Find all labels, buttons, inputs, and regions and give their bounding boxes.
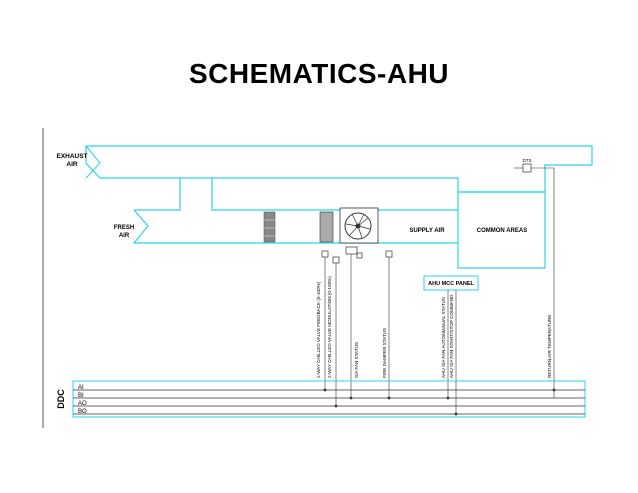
signal-start-stop: AHU S/A FAN START/STOP COMMAND: [449, 294, 454, 378]
mixing-duct-top: [211, 178, 458, 211]
ddc-bus-frame: [72, 380, 586, 418]
bus-label-bo: BO: [78, 409, 87, 415]
signal-damper-status: FIRE DAMPER STATUS: [382, 328, 387, 378]
exhaust-air-label-2: AIR: [66, 161, 78, 168]
signal-return-air-temp: RETURN AIR TEMPERATURE: [547, 315, 552, 378]
ahu-mcc-panel-label: AHU MCC PANEL: [428, 281, 474, 287]
fresh-air-duct-top: [134, 178, 181, 211]
valve-actuator: [332, 256, 340, 264]
ddc-label: DDC: [56, 389, 66, 409]
common-areas-label: COMMON AREAS: [477, 228, 527, 234]
supply-air-label: SUPPLY AIR: [409, 228, 445, 234]
dts-sensor: [522, 163, 532, 173]
exhaust-arrow: [85, 145, 101, 179]
signal-fan-status: S/A FAN STATUS: [354, 342, 359, 378]
signal-auto-manual: AHU S/A FAN AUTO/MANUAL STATUS: [441, 297, 446, 378]
dts-label: DTS: [523, 158, 532, 163]
bus-label-ai: AI: [78, 385, 84, 391]
fire-damper: [385, 250, 393, 258]
supply-fan-icon: [344, 212, 372, 240]
filter-coil: [263, 211, 276, 243]
chilled-water-coil: [319, 211, 334, 243]
fresh-air-duct-bottom: [132, 209, 458, 244]
signal-valve-feedback: 2-WAY CHILLED VALVE FEEDBACK (0-100%): [316, 281, 321, 378]
page-title: SCHEMATICS-AHU: [188, 58, 450, 89]
exhaust-air-label-1: EXHAUST: [56, 153, 87, 160]
common-areas-box: [457, 191, 546, 269]
exhaust-duct: [85, 145, 593, 193]
bus-label-ao: AO: [78, 401, 87, 407]
ahu-mcc-panel: [423, 275, 479, 291]
valve-sensor: [321, 250, 329, 258]
signal-valve-modulation: 2-WAY CHILLED VALVE MODULATION (0-100%): [327, 276, 332, 378]
fresh-air-label-2: AIR: [119, 233, 130, 239]
fresh-air-label-1: FRESH: [114, 225, 134, 231]
fan-status-switch: [345, 246, 358, 255]
bus-label-bi: BI: [78, 393, 84, 399]
